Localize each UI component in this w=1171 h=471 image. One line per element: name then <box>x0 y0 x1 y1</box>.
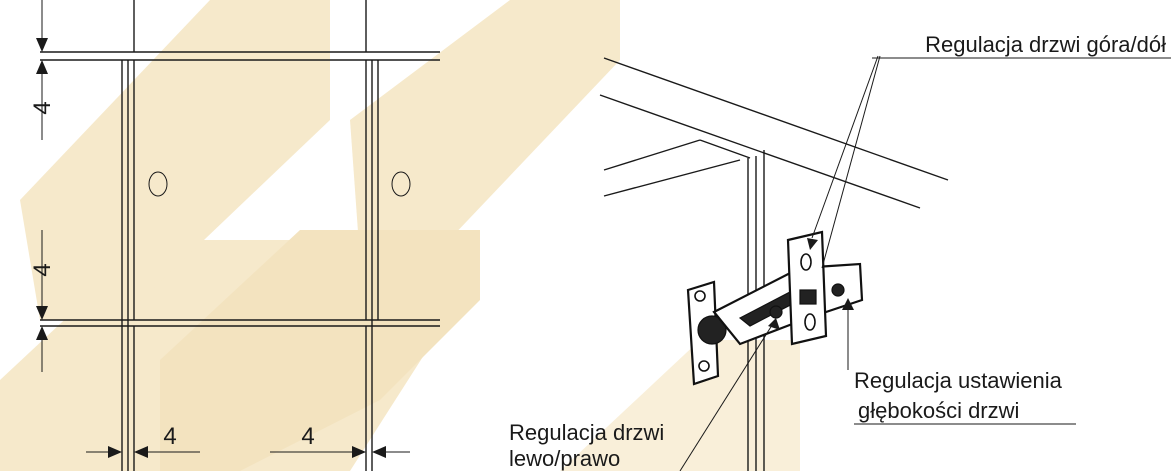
dim-br-arrow-left <box>372 446 386 458</box>
dim-bottom-left-value: 4 <box>163 423 176 450</box>
up-down-adjust-screw <box>800 253 812 271</box>
cabinet-top-line-2 <box>599 94 921 209</box>
leader-left-right-arrow <box>768 318 780 330</box>
leader-up-down-2 <box>821 55 881 269</box>
dim-top-arrow-up <box>36 60 48 74</box>
depth-adjust-screw <box>831 283 845 297</box>
leader-left-right <box>679 321 775 471</box>
mounting-screw-bottom <box>804 313 816 331</box>
label-depth-line1: Regulacja ustawienia <box>854 368 1063 393</box>
right-door-knob <box>391 171 411 197</box>
dim-bl-arrow-left <box>134 446 148 458</box>
cabinet-top-line-1 <box>603 57 949 181</box>
dim-mid-arrow-up <box>36 326 48 340</box>
door-gap-diagram: 4 4 4 4 <box>29 0 440 471</box>
hinge-cup-screw-top <box>694 290 706 302</box>
watermark-logo <box>0 0 800 471</box>
hinge-cup <box>697 315 727 345</box>
label-left-right-line2: lewo/prawo <box>509 446 620 471</box>
hinge-plate-slot <box>799 289 817 305</box>
dim-mid-value: 4 <box>29 263 56 276</box>
dim-bottom-right-value: 4 <box>301 423 314 450</box>
dim-mid-arrow-down <box>36 306 48 320</box>
label-left-right-line1: Regulacja drzwi <box>509 420 664 445</box>
hinge-mounting-plate <box>786 230 828 346</box>
dim-top-arrow-down <box>36 38 48 52</box>
hinge-diagram: Regulacja drzwi góra/dół Regulacja ustaw… <box>509 32 1171 471</box>
label-depth-line2: głębokości drzwi <box>858 398 1019 423</box>
hinge-cup-screw-bottom <box>698 360 710 372</box>
dim-br-arrow-right <box>352 446 366 458</box>
dim-top-value: 4 <box>29 101 56 114</box>
cabinet-side-line-3 <box>603 159 741 197</box>
cabinet-side-line-2 <box>699 139 751 159</box>
leader-up-down-arrow <box>807 238 818 250</box>
dim-bl-arrow-right <box>108 446 122 458</box>
cabinet-side-line-1 <box>603 139 701 171</box>
leader-up-down-1 <box>811 55 879 239</box>
leader-depth-arrow <box>842 298 854 310</box>
label-up-down: Regulacja drzwi góra/dół <box>925 32 1166 57</box>
left-door-knob <box>148 171 168 197</box>
left-right-adjust-screw <box>769 305 783 319</box>
